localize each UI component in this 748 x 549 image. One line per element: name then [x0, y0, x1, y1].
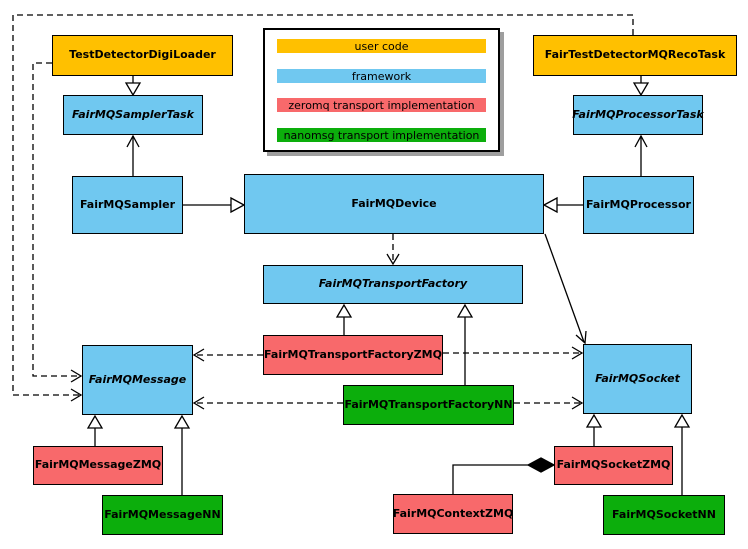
edge-digiloader-extends-samplertask [124, 76, 142, 97]
class-fairmqtransportfactoryzmq: FairMQTransportFactoryZMQ [263, 335, 443, 375]
class-fairmqsocketnn: FairMQSocketNN [603, 495, 725, 535]
edge-recotask-uses-message [12, 14, 634, 402]
edge-processor-extends-device [542, 196, 583, 214]
legend-item-nanomsg: nanomsg transport implementation [277, 128, 486, 142]
legend-item-framework: framework [277, 69, 486, 83]
class-fairmqprocessortask: FairMQProcessorTask [572, 95, 704, 135]
class-fairmqtransportfactory: FairMQTransportFactory [263, 265, 523, 304]
class-fairmqcontextzmq: FairMQContextZMQ [393, 494, 513, 534]
class-fairmqsocket: FairMQSocket [583, 344, 692, 414]
class-fairmqsamplertask: FairMQSamplerTask [63, 95, 203, 135]
edge-processor-has-processortask [634, 134, 648, 176]
class-fairtestdetectormqrecotask: FairTestDetectorMQRecoTask [533, 35, 737, 76]
edge-socketnn-extends-socket [673, 413, 691, 495]
edge-messagezmq-extends-message [86, 414, 104, 446]
legend: user code framework zeromq transport imp… [263, 28, 500, 152]
edge-factorynn-extends-factory [456, 303, 474, 385]
class-fairmqdevice: FairMQDevice [244, 174, 544, 234]
edge-socketzmq-owns-contextzmq [452, 457, 556, 494]
edge-digiloader-uses-message [32, 62, 83, 383]
legend-item-zeromq: zeromq transport implementation [277, 98, 486, 112]
edge-socketzmq-extends-socket [585, 413, 603, 446]
edge-device-uses-transportfactory [386, 234, 400, 266]
edge-factoryzmq-creates-socket [443, 346, 584, 360]
class-fairmqsocketzmq: FairMQSocketZMQ [554, 446, 673, 485]
edge-recotask-extends-processortask [632, 76, 650, 97]
edge-messagenn-extends-message [173, 414, 191, 495]
class-fairmqtransportfactorynn: FairMQTransportFactoryNN [343, 385, 514, 425]
class-fairmqmessagezmq: FairMQMessageZMQ [33, 446, 163, 485]
edge-device-has-socket [544, 233, 587, 345]
class-fairmqsampler: FairMQSampler [72, 176, 183, 234]
edge-factoryzmq-extends-factory [335, 303, 353, 335]
class-fairmqprocessor: FairMQProcessor [583, 176, 694, 234]
class-fairmqmessagenn: FairMQMessageNN [102, 495, 223, 535]
edge-factorynn-creates-message [192, 396, 343, 410]
edge-factorynn-creates-socket [514, 396, 584, 410]
class-testdetectordigiloader: TestDetectorDigiLoader [52, 35, 233, 76]
edge-sampler-has-samplertask [126, 134, 140, 176]
class-fairmqmessage: FairMQMessage [82, 345, 193, 415]
legend-item-user-code: user code [277, 39, 486, 53]
edge-factoryzmq-creates-message [192, 348, 263, 362]
edge-sampler-extends-device [183, 196, 246, 214]
